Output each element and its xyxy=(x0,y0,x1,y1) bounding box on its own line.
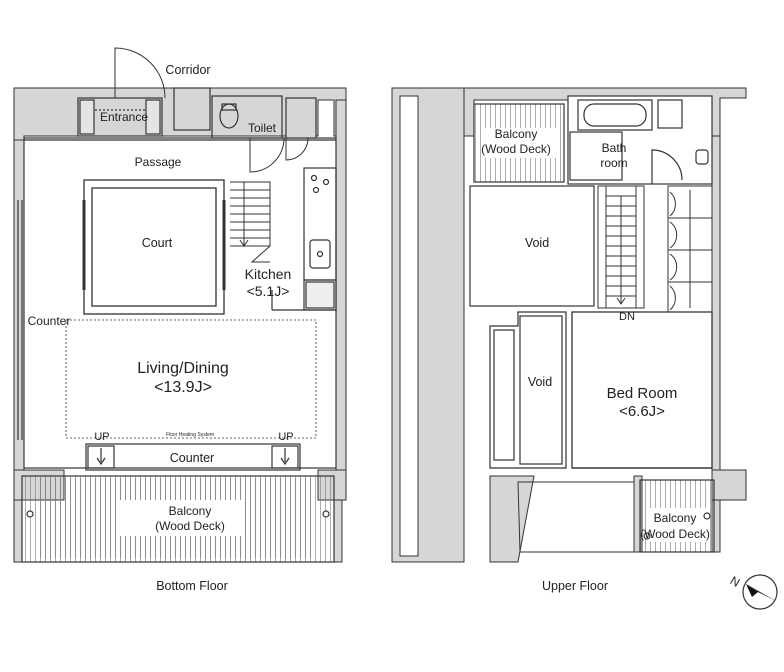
label-bath-sub: room xyxy=(600,156,627,170)
caption-upper-floor: Upper Floor xyxy=(542,579,608,593)
upper-bottom-balcony xyxy=(639,479,715,553)
label-living-dining-size: <13.9J> xyxy=(154,379,212,396)
label-toilet: Toilet xyxy=(248,121,277,135)
kitchen-counter xyxy=(271,167,337,311)
bath-area xyxy=(567,95,713,185)
label-balcony-top: Balcony xyxy=(495,127,538,141)
label-balcony-bottom-floor-sub: (Wood Deck) xyxy=(155,519,225,533)
label-balcony-top-sub: (Wood Deck) xyxy=(481,142,551,156)
label-up-right: UP xyxy=(278,431,293,443)
bottom-counter xyxy=(85,443,301,471)
caption-bottom-floor: Bottom Floor xyxy=(156,579,228,593)
label-corridor: Corridor xyxy=(165,63,210,77)
label-void-lower: Void xyxy=(528,375,552,389)
upper-labels: Balcony (Wood Deck) Bath room Void DN Vo… xyxy=(481,127,710,593)
label-court: Court xyxy=(142,236,173,250)
toilet-room xyxy=(211,95,317,173)
corridor-box xyxy=(173,87,211,131)
label-up-left: UP xyxy=(94,431,109,443)
upper-stairs xyxy=(597,185,645,309)
upper-toilet xyxy=(695,149,709,165)
label-living-dining: Living/Dining xyxy=(137,360,229,377)
bedroom-area xyxy=(571,311,713,469)
bottom-balcony xyxy=(21,475,335,563)
void-top-area xyxy=(469,185,595,307)
north-compass-icon: N xyxy=(728,573,778,610)
label-balcony-bottom-floor: Balcony xyxy=(169,504,212,518)
court xyxy=(82,179,226,315)
label-bedroom: Bed Room xyxy=(607,385,678,402)
bottom-stairs xyxy=(230,181,271,263)
label-counter-bottom: Counter xyxy=(170,451,214,465)
label-kitchen: Kitchen xyxy=(245,266,292,282)
label-void-top: Void xyxy=(525,236,549,250)
label-passage: Passage xyxy=(135,155,182,169)
label-floor-heating: Floor Heating System xyxy=(166,432,214,438)
label-entrance: Entrance xyxy=(100,110,148,124)
upper-floor-walls xyxy=(391,87,747,563)
bottom-floor-plan: Corridor Entrance Toilet Passage Court K… xyxy=(13,47,347,593)
label-bedroom-size: <6.6J> xyxy=(619,403,665,420)
bottom-labels: Corridor Entrance Toilet Passage Court K… xyxy=(28,63,294,593)
void-lower-area xyxy=(489,311,567,469)
upper-top-balcony xyxy=(473,103,565,183)
upper-lower-roof xyxy=(517,481,635,553)
upper-floor-plan: Balcony (Wood Deck) Bath room Void DN Vo… xyxy=(391,87,747,593)
living-dining-heating-area xyxy=(65,319,317,439)
label-counter-side: Counter xyxy=(28,314,71,328)
label-balcony-bottom-sub: (Wood Deck) xyxy=(640,527,710,541)
label-kitchen-size: <5.1J> xyxy=(247,283,290,299)
label-dn: DN xyxy=(619,311,635,323)
entrance-area xyxy=(77,47,166,137)
label-balcony-bottom: Balcony xyxy=(654,511,697,525)
bathtub xyxy=(583,103,647,127)
label-bath: Bath xyxy=(602,141,627,155)
compass-north-label: N xyxy=(728,573,743,589)
upper-closets xyxy=(667,185,713,313)
